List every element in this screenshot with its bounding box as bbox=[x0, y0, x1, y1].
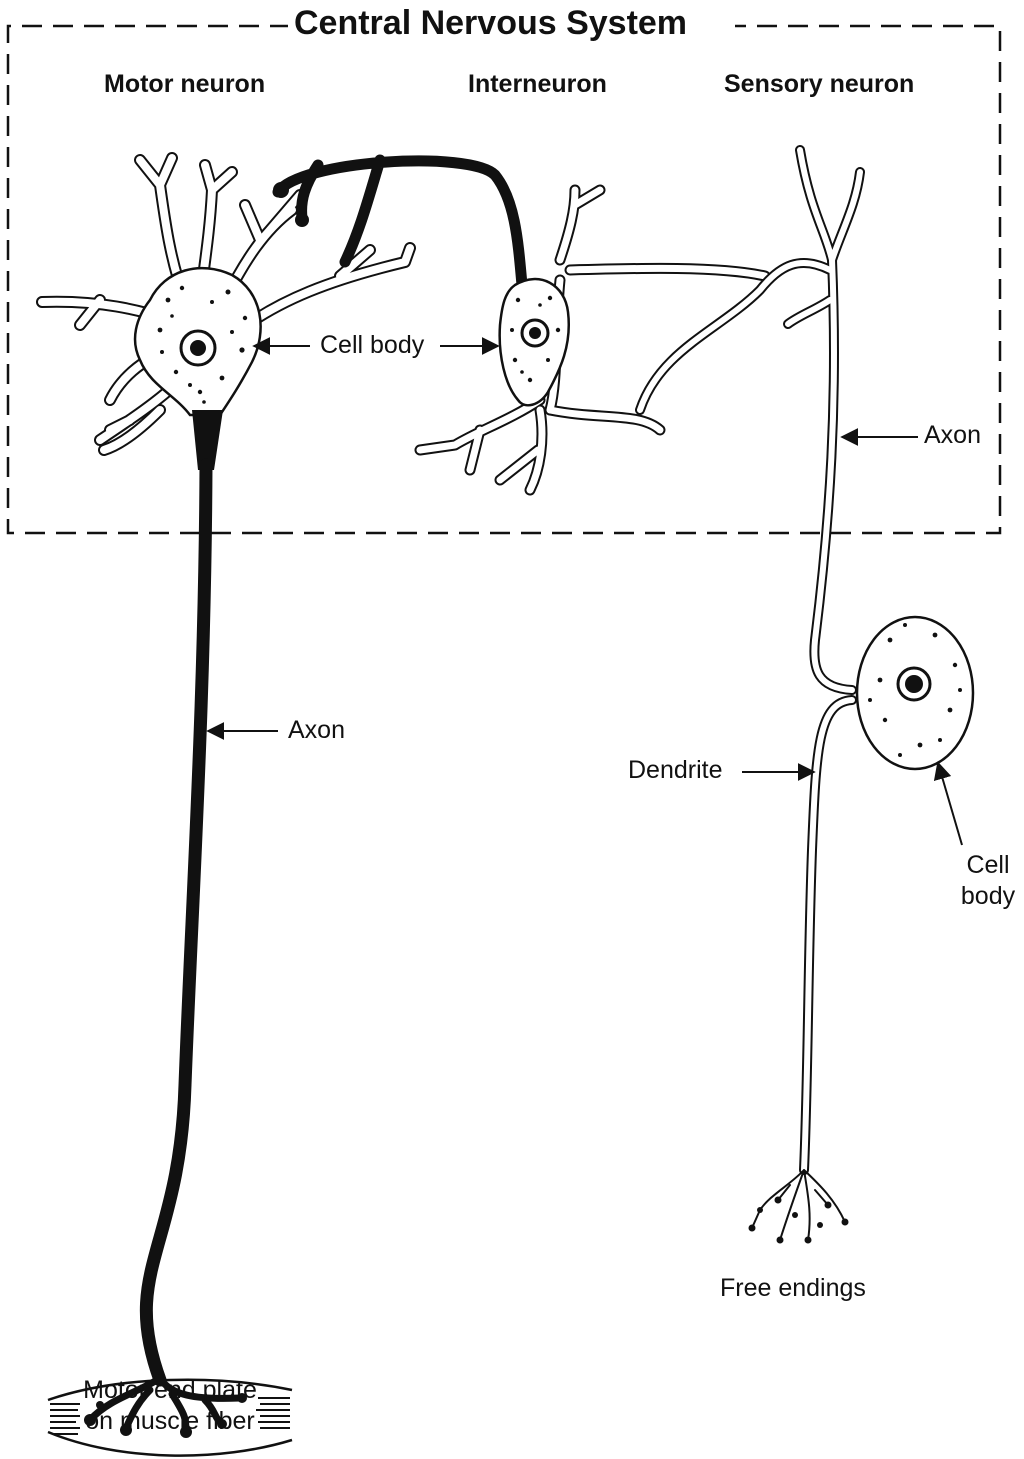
motor-neuron bbox=[42, 158, 522, 1380]
cns-boundary bbox=[8, 26, 1000, 533]
cell-body-label-center: Cell body bbox=[316, 331, 428, 360]
sensory-cell-body-label: Cell body bbox=[950, 850, 1024, 912]
motor-axon bbox=[146, 465, 206, 1380]
motor-end-plate-label-line2: on muscle fiber bbox=[50, 1406, 290, 1437]
arrow-sensory-cell-body bbox=[938, 763, 962, 845]
interneuron bbox=[420, 190, 765, 490]
motor-end-plate-label: Motor end plate on muscle fiber bbox=[50, 1375, 290, 1437]
interneuron-heading: Interneuron bbox=[468, 70, 607, 99]
diagram-title: Central Nervous System bbox=[288, 4, 693, 43]
free-endings-label: Free endings bbox=[720, 1274, 866, 1303]
motor-axon-label: Axon bbox=[288, 716, 345, 745]
sensory-cell-body-label-line1: Cell bbox=[950, 850, 1024, 881]
sensory-neuron-heading: Sensory neuron bbox=[724, 70, 914, 99]
motor-neuron-heading: Motor neuron bbox=[104, 70, 265, 99]
sensory-neuron bbox=[640, 150, 973, 1244]
sensory-cell-body-label-line2: body bbox=[950, 881, 1024, 912]
sensory-axon-label: Axon bbox=[924, 421, 981, 450]
dendrite-label: Dendrite bbox=[628, 756, 723, 785]
motor-end-plate-label-line1: Motor end plate bbox=[50, 1375, 290, 1406]
